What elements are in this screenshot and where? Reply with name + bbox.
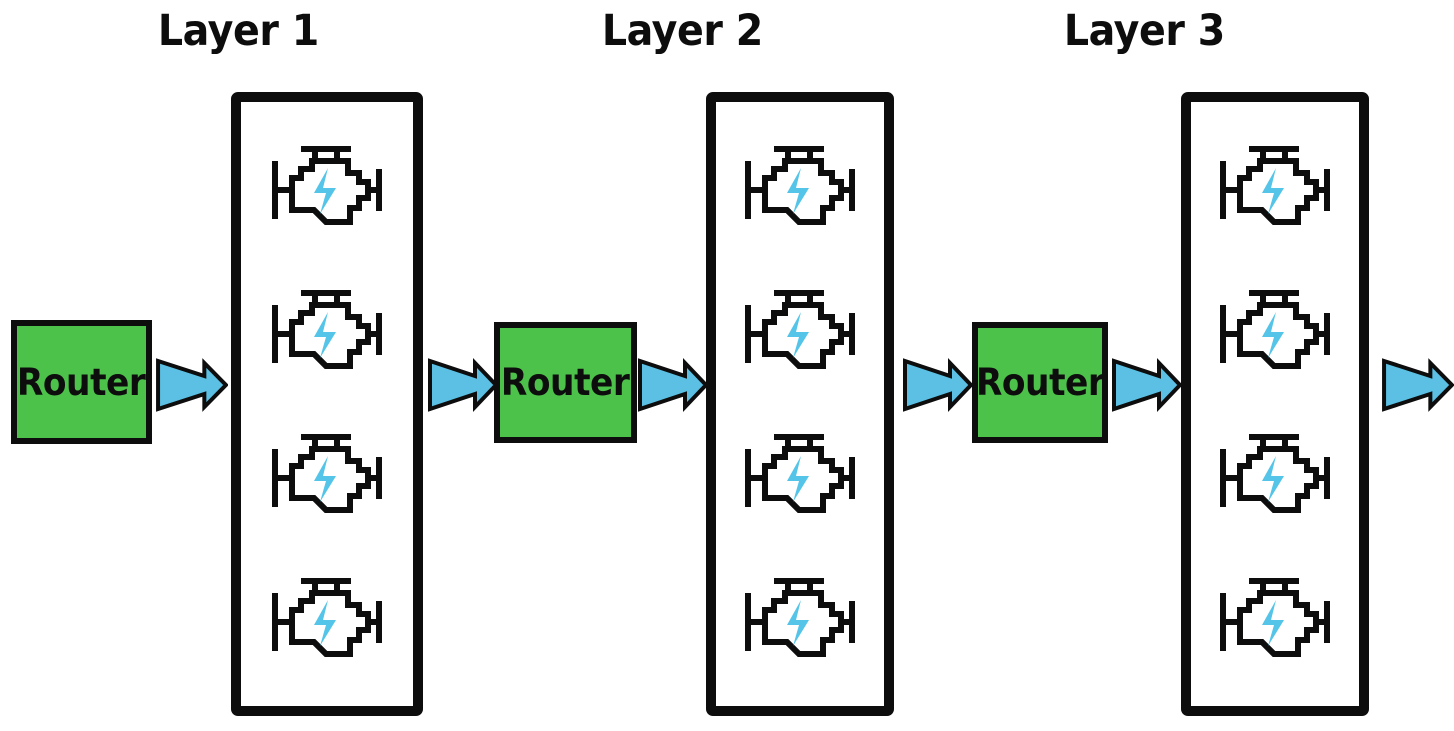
router-box-2[interactable]: Router xyxy=(494,322,637,443)
engine-icon xyxy=(745,578,855,657)
layer-box-1[interactable] xyxy=(231,92,423,716)
expert-unit[interactable] xyxy=(268,574,386,666)
router-2-to-layer-2-icon xyxy=(638,358,708,412)
lightning-bolt-icon xyxy=(314,600,336,646)
engine-icon xyxy=(1220,290,1330,369)
layer-box-2[interactable] xyxy=(706,92,894,716)
layer-2-to-router-3-icon xyxy=(903,358,973,412)
router-3-to-layer-3 xyxy=(1112,358,1182,412)
router-box-1[interactable]: Router xyxy=(11,320,152,444)
lightning-bolt-icon xyxy=(314,456,336,502)
lightning-bolt-icon xyxy=(1262,600,1284,646)
expert-unit[interactable] xyxy=(741,430,859,522)
router-3-to-layer-3-icon xyxy=(1112,358,1182,412)
expert-unit[interactable] xyxy=(1216,574,1334,666)
lightning-bolt-icon xyxy=(787,600,809,646)
engine-icon xyxy=(272,434,382,513)
expert-unit[interactable] xyxy=(268,286,386,378)
engine-icon xyxy=(272,578,382,657)
lightning-bolt-icon xyxy=(787,168,809,214)
layer-1-to-router-2-icon xyxy=(428,358,498,412)
router-box-3[interactable]: Router xyxy=(972,322,1108,443)
layer-2-to-router-3 xyxy=(903,358,973,412)
engine-icon xyxy=(272,146,382,225)
layer-title-2: Layer 2 xyxy=(601,6,763,56)
engine-icon xyxy=(272,290,382,369)
expert-unit[interactable] xyxy=(741,574,859,666)
engine-icon xyxy=(745,290,855,369)
engine-icon xyxy=(1220,146,1330,225)
layer-1-to-router-2 xyxy=(428,358,498,412)
layer-3-output xyxy=(1382,358,1454,412)
engine-icon xyxy=(745,434,855,513)
engine-icon xyxy=(1220,578,1330,657)
lightning-bolt-icon xyxy=(787,312,809,358)
lightning-bolt-icon xyxy=(787,456,809,502)
expert-unit[interactable] xyxy=(268,430,386,522)
router-1-to-layer-1 xyxy=(156,358,228,412)
router-1-to-layer-1-icon xyxy=(156,358,228,412)
expert-unit[interactable] xyxy=(1216,286,1334,378)
lightning-bolt-icon xyxy=(1262,312,1284,358)
expert-unit[interactable] xyxy=(1216,430,1334,522)
lightning-bolt-icon xyxy=(314,168,336,214)
lightning-bolt-icon xyxy=(1262,456,1284,502)
router-label: Router xyxy=(975,361,1105,404)
expert-unit[interactable] xyxy=(268,142,386,234)
layer-title-3: Layer 3 xyxy=(1063,6,1225,56)
layer-box-3[interactable] xyxy=(1181,92,1369,716)
router-label: Router xyxy=(17,360,146,404)
router-label: Router xyxy=(501,361,630,404)
layer-3-output-icon xyxy=(1382,358,1454,412)
expert-unit[interactable] xyxy=(741,286,859,378)
expert-unit[interactable] xyxy=(1216,142,1334,234)
engine-icon xyxy=(745,146,855,225)
lightning-bolt-icon xyxy=(1262,168,1284,214)
expert-unit[interactable] xyxy=(741,142,859,234)
engine-icon xyxy=(1220,434,1330,513)
router-2-to-layer-2 xyxy=(638,358,708,412)
lightning-bolt-icon xyxy=(314,312,336,358)
layer-title-1: Layer 1 xyxy=(157,6,319,56)
